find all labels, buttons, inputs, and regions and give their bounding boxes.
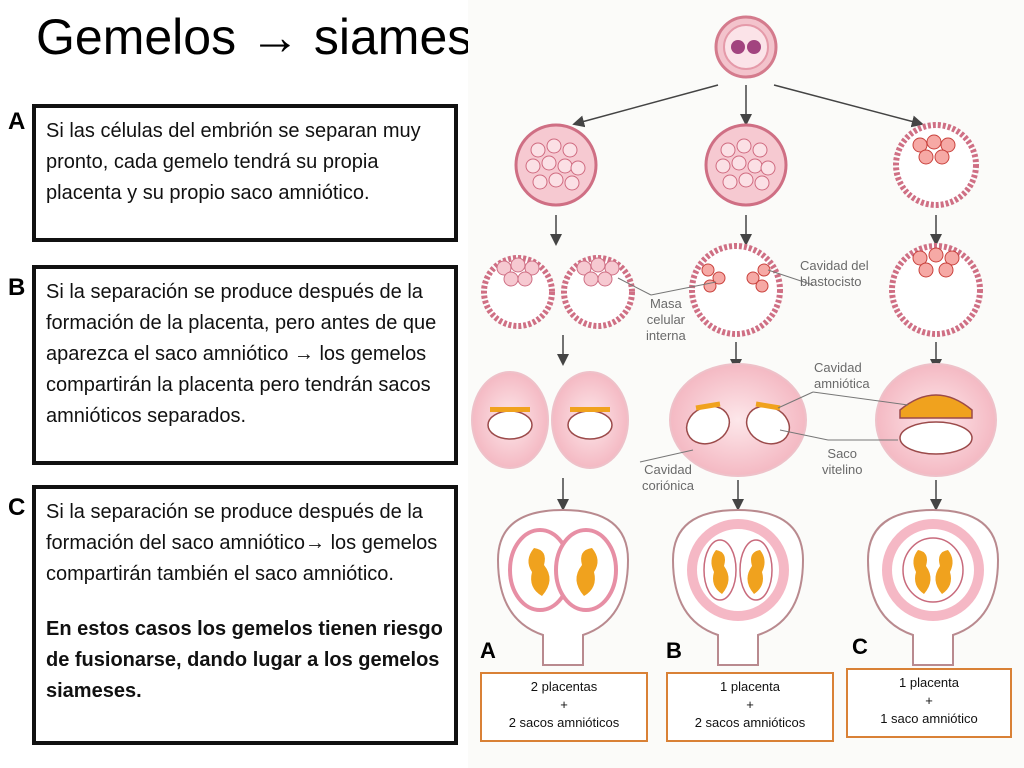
zygote [714,15,778,79]
embryo-b [669,363,807,477]
blastocyst-c2 [889,243,983,337]
arrow-icon: → [249,9,300,65]
summary-c-line2: 1 saco amniótico [880,711,978,726]
case-c-letter: C [8,494,26,521]
title-text: Gemelos [36,9,237,65]
case-a-box: Si las células del embrión se separan mu… [32,104,458,242]
uterus-b [671,508,805,666]
label-yolk-sac: Saco vitelino [822,446,863,477]
summary-c-letter: C [852,634,868,659]
label-blastocyst-cavity: Cavidad del blastocisto [800,258,869,289]
uterus-a [496,508,630,666]
plus-icon: + [925,693,933,708]
blastocyst-a1 [481,255,555,329]
embryo-c [875,363,997,477]
uterus-c [866,508,1000,666]
label-chorionic-cavity: Cavidad coriónica [642,462,695,493]
plus-icon: + [746,697,754,712]
morula-b [704,123,788,207]
case-a-letter: A [8,108,26,135]
case-b-box: Si la separación se produce después de l… [32,265,458,465]
plus-icon: + [560,697,568,712]
label-inner-cell-mass: Masa celular interna [646,296,686,343]
case-c-text: Si la separación se produce después de l… [46,501,438,585]
page-title: Gemelos → siameses [36,8,525,66]
summary-b-letter: B [666,638,682,663]
summary-c-box: 1 placenta + 1 saco amniótico [846,668,1012,738]
case-b-letter: B [8,274,26,301]
summary-b-line1: 1 placenta [720,679,780,694]
blastocyst-a2 [561,255,635,329]
label-amniotic-cavity: Cavidad amniótica [814,360,870,391]
summary-a-line2: 2 sacos amnióticos [508,715,620,730]
summary-a-box: 2 placentas + 2 sacos amnióticos [480,672,648,742]
case-b-text: Si la separación se produce después de l… [46,281,437,427]
summary-b-box: 1 placenta + 2 sacos amnióticos [666,672,834,742]
summary-c-line1: 1 placenta [899,675,959,690]
morula-a [514,123,598,207]
case-c-warning: En estos casos los gemelos tienen riesgo… [46,618,443,702]
twinning-diagram: Cavidad del blastocisto Masa celular int… [468,0,1024,768]
summary-b-line2: 2 sacos amnióticos [694,715,806,730]
blastocyst-c1 [893,122,979,208]
summary-a-line1: 2 placentas [530,679,598,694]
embryo-a2 [551,371,629,469]
summary-a-letter: A [480,638,496,663]
case-c-box: Si la separación se produce después de l… [32,485,458,745]
case-a-text: Si las células del embrión se separan mu… [46,120,421,204]
embryo-a1 [471,371,549,469]
blastocyst-b [689,243,783,337]
diagram-illustration [471,15,1000,666]
